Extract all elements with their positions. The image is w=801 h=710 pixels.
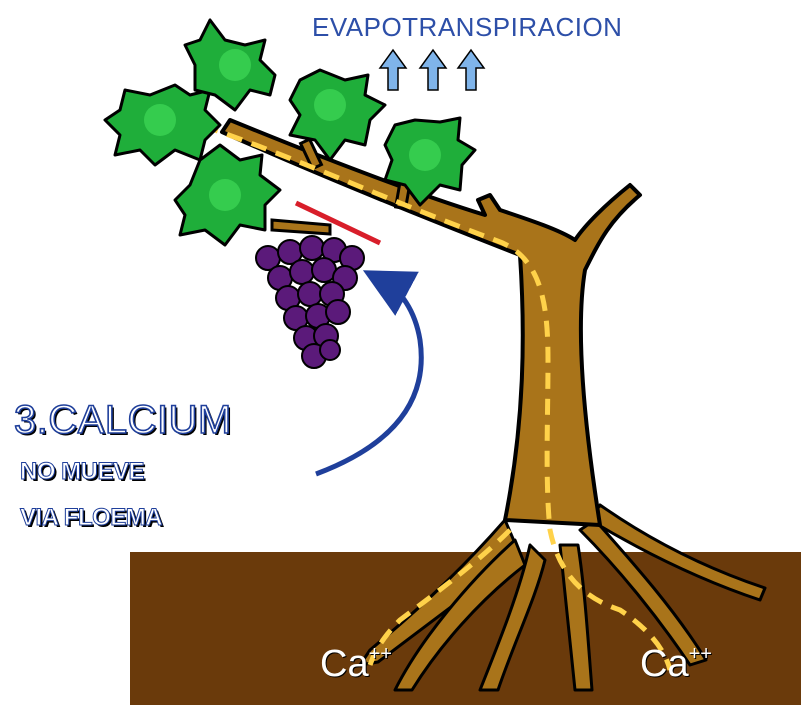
calcium-ion-right: Ca++ <box>640 643 712 686</box>
calcium-subtitle-line1: NO MUEVE <box>20 458 144 486</box>
calcium-title: 3.CALCIUM <box>14 398 232 443</box>
evapotranspiration-label: EVAPOTRANSPIRACION <box>312 12 622 43</box>
evaporation-arrow-icon <box>380 50 484 90</box>
calcium-subtitle-line2: VIA FLOEMA <box>20 504 162 532</box>
calcium-ion-left: Ca++ <box>320 643 392 686</box>
grape-cluster-icon <box>256 236 364 368</box>
